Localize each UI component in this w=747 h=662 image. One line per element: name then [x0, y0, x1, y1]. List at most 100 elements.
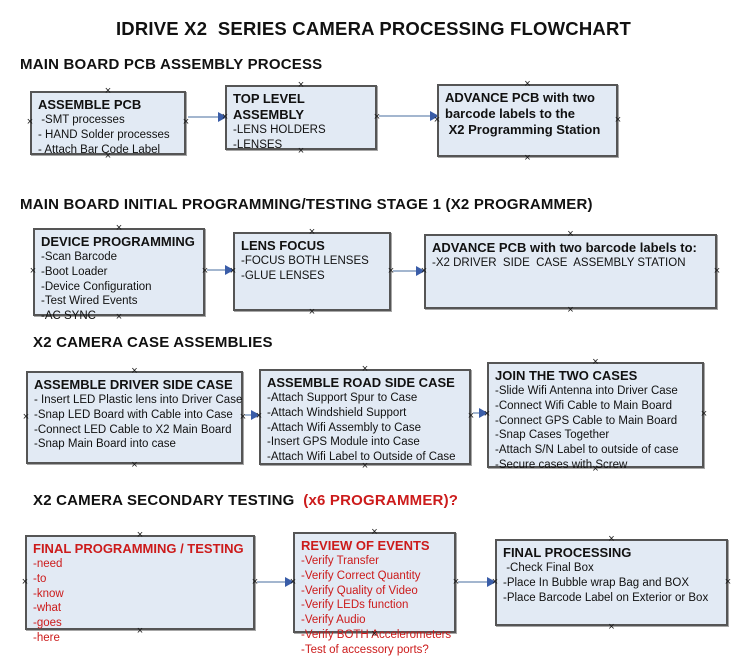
connector-handle-icon: × — [308, 306, 316, 318]
connector-handle-icon: × — [182, 116, 190, 128]
box-join-the-two-cases: JOIN THE TWO CASES -Slide Wifi Antenna i… — [484, 357, 707, 475]
connector-handle-icon: × — [608, 533, 615, 545]
box-title: ADVANCE PCB with two barcode labels to t… — [445, 90, 601, 137]
box-assemble-pcb: ASSEMBLE PCB -SMT processes- HAND Solder… — [27, 86, 189, 162]
flow-arrow — [393, 266, 425, 276]
box-line: -Snap Cases Together — [495, 429, 610, 442]
box-line: -Boot Loader — [41, 265, 108, 278]
section-header-secondary-testing: X2 CAMERA SECONDARY TESTING (x6 PROGRAMM… — [33, 492, 458, 509]
box-final-programming-testing: FINAL PROGRAMMING / TESTING -need -to -kno… — [22, 530, 258, 644]
box-line: -Verify LEDs function — [301, 599, 409, 612]
box-line: -Attach Wifi Assembly to Case — [267, 421, 422, 434]
box-line: -Device Configuration — [41, 280, 152, 293]
box-line: -SMT processes — [38, 114, 125, 126]
section-header-text: X2 CAMERA SECONDARY TESTING — [33, 492, 304, 509]
connector-handle-icon: × — [136, 529, 144, 541]
connector-handle-icon: × — [29, 265, 37, 277]
connector-handle-icon: × — [104, 85, 112, 97]
box-line: -Verify Audio — [301, 614, 366, 627]
box-lines: -Attach Support Spur to Case-Attach Wind… — [267, 391, 463, 465]
box-line: -what — [33, 602, 62, 615]
box-line: -Slide Wifi Antenna into Driver Case — [495, 385, 678, 397]
box-line: -Verify BOTH Accelerometers — [301, 628, 452, 641]
box-line: -GLUE LENSES — [241, 269, 325, 282]
box-title: DEVICE PROGRAMMING — [41, 234, 195, 249]
box-line: -FOCUS BOTH LENSES — [241, 255, 369, 267]
box-line: -Connect Wifi Cable to Main Board — [495, 399, 673, 412]
box-line: -to — [33, 572, 47, 585]
connector-handle-icon: × — [713, 264, 721, 277]
box-lines: -FOCUS BOTH LENSES -GLUE LENSES — [241, 254, 383, 284]
box-line: -need — [33, 558, 63, 570]
box-lines: -Scan Barcode -Boot Loader -Device Configu… — [41, 250, 197, 324]
box-line: -LENSES — [233, 138, 283, 151]
connector-handle-icon: × — [524, 152, 531, 164]
box-line: -X2 DRIVER SIDE CASE ASSEMBLY STATION — [432, 257, 686, 269]
box-line: -Attach Wifi Label to Outside of Case — [267, 451, 456, 464]
box-line: -know — [33, 587, 64, 600]
flow-arrow — [379, 111, 439, 121]
box-lines: -need-to-know-what-goes-here — [33, 557, 247, 646]
box-line: -Place Barcode Label on Exterior or Box — [503, 591, 709, 604]
connector-handle-icon: × — [567, 228, 574, 240]
box-line: -Connect GPS Cable to Main Board — [495, 414, 678, 427]
box-review-of-events: REVIEW OF EVENTS -Verify Transfer-Verify… — [290, 527, 459, 656]
box-line: -Attach S/N Label to outside of case — [495, 444, 679, 457]
box-line: -Verify Quality of Video — [301, 584, 418, 597]
flow-arrow — [188, 112, 227, 122]
box-line: -Attach Windshield Support — [267, 406, 407, 419]
box-final-processing: FINAL PROCESSING -Check Final Box-Place … — [492, 534, 731, 633]
box-line: -goes — [33, 617, 62, 630]
connector-handle-icon: × — [361, 363, 369, 375]
box-line: -Connect LED Cable to X2 Main Board — [34, 423, 232, 436]
box-line: -AC SYNC — [41, 310, 96, 323]
connector-handle-icon: × — [131, 459, 138, 471]
box-line: -Place In Bubble wrap Bag and BOX — [503, 576, 690, 589]
flow-arrow — [207, 265, 234, 275]
flow-arrow — [458, 577, 496, 587]
box-line: -Verify Transfer — [301, 555, 379, 567]
flow-arrow — [473, 408, 488, 418]
connector-handle-icon: × — [614, 113, 622, 126]
connector-handle-icon: × — [524, 78, 531, 90]
connector-handle-icon: × — [239, 410, 247, 423]
box-lines: -SMT processes - HAND Solder processes - A… — [38, 113, 178, 157]
box-line: - HAND Solder processes — [38, 128, 170, 141]
box-title: FINAL PROGRAMMING / TESTING — [33, 541, 244, 556]
section-header-text: X2 CAMERA CASE ASSEMBLIES — [33, 334, 273, 351]
connector-handle-icon: × — [724, 575, 732, 588]
box-line: -Test of accessory ports? — [301, 643, 429, 656]
box-top-level-assembly: TOP LEVEL ASSEMBLY -LENS HOLDERS-LENSES … — [222, 80, 380, 157]
box-title: ADVANCE PCB with two barcode labels to: — [432, 240, 697, 255]
box-advance-pcb-programming-station: ADVANCE PCB with two barcode labels to t… — [434, 79, 621, 164]
connector-handle-icon: × — [308, 226, 316, 238]
box-title: TOP LEVEL ASSEMBLY — [233, 91, 308, 122]
box-line: -Insert GPS Module into Case — [267, 436, 420, 449]
box-device-programming: DEVICE PROGRAMMING -Scan Barcode -Boot Lo… — [30, 223, 208, 323]
box-lines: -Check Final Box-Place In Bubble wrap Ba… — [503, 561, 720, 605]
page-title: IDRIVE X2 SERIES CAMERA PROCESSING FLOWC… — [115, 18, 632, 39]
box-title: JOIN THE TWO CASES — [495, 368, 638, 383]
box-title: LENS FOCUS — [241, 238, 325, 253]
box-assemble-road-side-case: ASSEMBLE ROAD SIDE CASE -Attach Support … — [256, 364, 474, 472]
connector-handle-icon: × — [371, 526, 378, 538]
connector-handle-icon: × — [700, 408, 708, 420]
connector-handle-icon: × — [21, 575, 29, 588]
connector-handle-icon: × — [26, 116, 34, 128]
section-header-initial-programming: MAIN BOARD INITIAL PROGRAMMING/TESTING S… — [20, 196, 593, 213]
box-lines: -X2 DRIVER SIDE CASE ASSEMBLY STATION — [432, 256, 709, 271]
box-line: -Scan Barcode — [41, 251, 118, 263]
connector-handle-icon: × — [567, 304, 574, 316]
box-line: -Snap LED Board with Cable into Case — [34, 408, 233, 421]
box-lines: -LENS HOLDERS-LENSES — [233, 123, 369, 153]
box-line: -Test Wired Events — [41, 295, 138, 308]
box-line: - Attach Bar Code Label — [38, 143, 161, 156]
box-line: -Verify Correct Quantity — [301, 569, 421, 582]
section-header-text: MAIN BOARD INITIAL PROGRAMMING/TESTING S… — [20, 196, 593, 213]
section-header-suffix: (x6 PROGRAMMER)? — [303, 492, 459, 509]
section-header-text: MAIN BOARD PCB ASSEMBLY PROCESS — [20, 56, 323, 73]
box-title: ASSEMBLE ROAD SIDE CASE — [267, 375, 455, 390]
box-lines: -Verify Transfer -Verify Correct Quantity… — [301, 554, 452, 658]
connector-handle-icon: × — [22, 410, 30, 423]
